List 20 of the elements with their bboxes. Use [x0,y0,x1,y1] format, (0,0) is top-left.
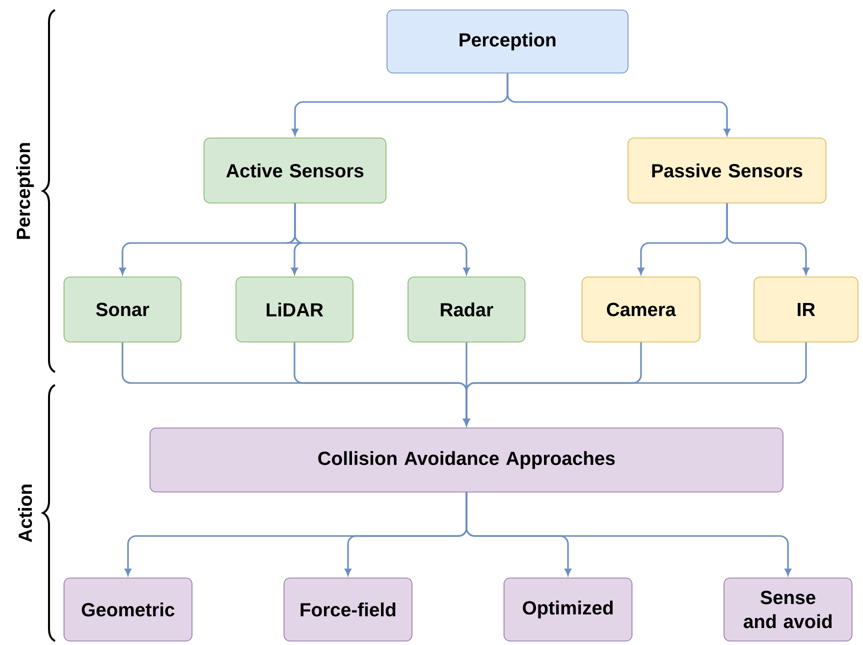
approach-box: Optimized [504,578,632,642]
sensor-box: Sonar [64,276,182,342]
arrow [463,342,807,426]
side-label: Perception [16,143,34,239]
sensor-box: IR [754,276,858,342]
approach-box: Geometric [64,578,192,642]
root-box: Perception [386,10,628,74]
sensor-box: Passive Sensors [628,138,826,204]
sensor-box: LiDAR [236,276,354,342]
approach-box: Sense and avoid [724,578,852,642]
sensor-box: Active Sensors [204,138,386,204]
sensor-box: Radar [408,276,526,342]
approach-box: Collision Avoidance Approaches [150,428,784,492]
sensor-box: Camera [582,276,700,342]
arrow [506,73,730,136]
side-label: Action [18,484,32,542]
approach-box: Force-field [284,578,412,642]
arrow [466,492,792,576]
arrow [294,203,470,275]
arrow [726,203,810,275]
